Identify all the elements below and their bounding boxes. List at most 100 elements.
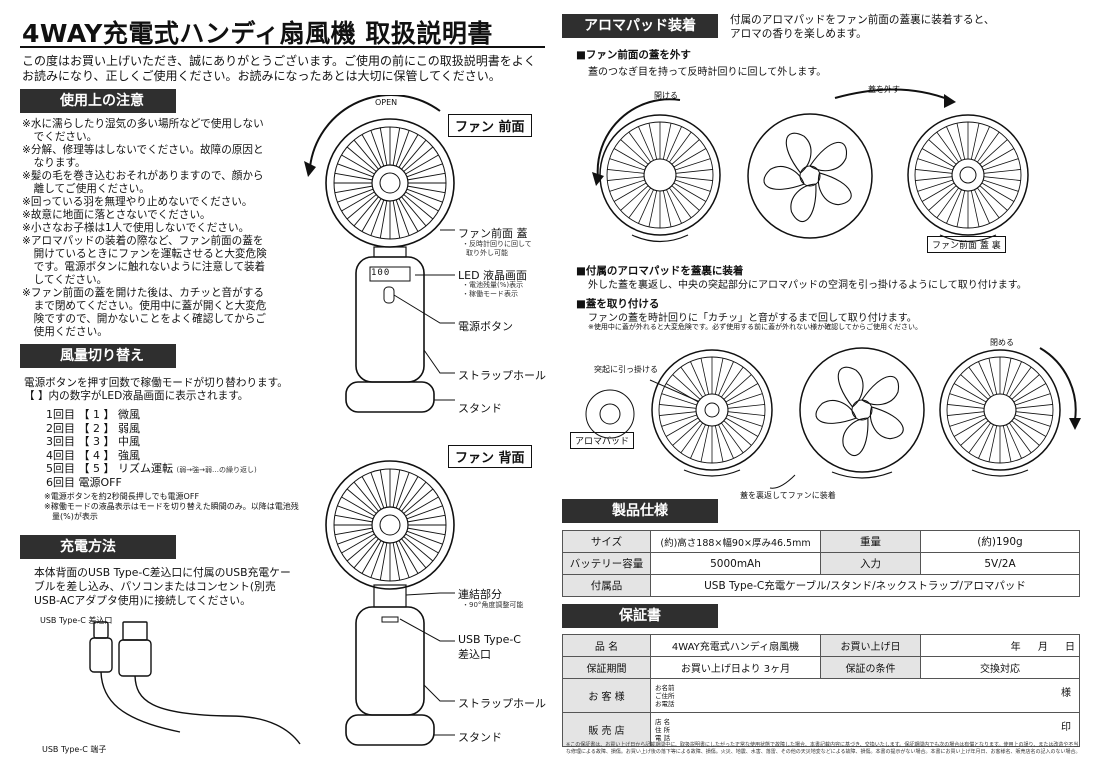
label-usb-plug: USB Type-C 端子	[42, 745, 107, 754]
table-row: サイズ (約)高さ188×幅90×厚み46.5mm 重量 (約)190g	[562, 530, 1080, 553]
caution-heading: 使用上の注意	[20, 89, 176, 113]
wind-notes: ※電源ボタンを約2秒間長押しでも電源OFF ※稼働モードの液晶表示はモードを切り…	[44, 492, 304, 522]
joint-note: ・90°角度調整可能	[462, 601, 524, 609]
list-item: 2回目 【 2 】 弱風	[46, 421, 140, 435]
label-front-cover: ファン前面 蓋	[458, 227, 528, 240]
label-usb-port: USB Type-C 差込口	[40, 616, 113, 625]
war-cell: 品 名	[562, 634, 651, 657]
front-cover-note-1: ・反時計回りに回して	[462, 240, 532, 248]
list-item: ※回っている羽を無理やり止めないでください。	[22, 196, 253, 208]
open-label: OPEN	[375, 98, 398, 107]
wind-desc: 電源ボタンを押す回数で稼働モードが切り替わります。 【 】内の数字がLED液晶画…	[24, 377, 304, 403]
list-item: ※故意に地面に落とさないでください。	[22, 209, 211, 221]
table-row: バッテリー容量 5000mAh 入力 5V/2A	[562, 552, 1080, 575]
led-display: 100	[371, 268, 391, 278]
label-usb-port-diagram: USB Type-C	[458, 633, 521, 646]
war-cell: 4WAY充電式ハンディ扇風機	[650, 634, 821, 657]
table-row: 販 売 店 店 名 住 所 電 話 印	[562, 712, 1080, 747]
list-item: ※小さなお子様は1人で使用しないでください。	[22, 222, 250, 234]
wind-desc-2: 【 】内の数字がLED液晶画面に表示されます。	[24, 390, 249, 402]
label-power: 電源ボタン	[458, 320, 513, 333]
step3-title: ■蓋を取り付ける	[576, 298, 660, 310]
customer-suffix: 様	[1061, 688, 1071, 699]
spec-heading: 製品仕様	[562, 499, 718, 523]
remove-label: 蓋を外す	[868, 85, 900, 94]
wind-heading: 風量切り替え	[20, 344, 176, 368]
spec-cell: 5000mAh	[650, 552, 821, 575]
step3-desc: ファンの蓋を時計回りに「カチッ」と音がするまで回して取り付けます。	[588, 313, 917, 324]
list-item: 5回目 【 5 】 リズム運転 (弱→強→弱…の繰り返し)	[46, 462, 257, 476]
spec-cell: 入力	[820, 552, 921, 575]
war-cell: 交換対応	[920, 656, 1080, 679]
table-row: お 客 様 お名前 ご住所 お電話 様	[562, 678, 1080, 713]
spec-cell: 5V/2A	[920, 552, 1080, 575]
list-item: 3回目 【 3 】 中風	[46, 435, 140, 448]
shop-suffix: 印	[1061, 722, 1071, 733]
war-cell: 保証期間	[562, 656, 651, 679]
spec-cell: 重量	[820, 530, 921, 553]
shop-field: 店 名	[655, 717, 671, 726]
usb-cable-illustration	[89, 621, 301, 745]
wind-desc-1: 電源ボタンを押す回数で稼働モードが切り替わります。	[24, 377, 288, 389]
table-row: 保証期間 お買い上げ日より 3ヶ月 保証の条件 交換対応	[562, 656, 1080, 679]
wind-note-1: ※電源ボタンを約2秒間長押しでも電源OFF	[44, 492, 200, 501]
spec-table: サイズ (約)高さ188×幅90×厚み46.5mm 重量 (約)190g バッテ…	[562, 530, 1080, 597]
front-cover-note-2: 取り外し可能	[466, 249, 508, 257]
aroma-heading: アロマパッド装着	[562, 14, 718, 38]
list-item: 4回目 【 4 】 強風	[46, 448, 140, 462]
step1-desc: 蓋のつなぎ目を持って反時計回りに回して外します。	[588, 67, 827, 78]
warranty-heading: 保証書	[562, 604, 718, 628]
charge-text: 本体背面のUSB Type-C差込口に付属のUSB充電ケーブルを差し込み、パソコ…	[34, 566, 291, 607]
led-note-1: ・電池残量(%)表示	[462, 281, 524, 289]
list-item: ※分解、修理等はしないでください。故障の原因となります。	[22, 144, 264, 169]
back-title: ファン 背面	[448, 445, 532, 468]
war-cell: 年 月 日	[920, 634, 1080, 657]
aroma-illustrations	[585, 88, 1081, 489]
label-joint: 連結部分	[458, 588, 502, 601]
label-usb-port-diagram-2: 差込口	[458, 648, 491, 661]
war-cell: お買い上げ日	[820, 634, 921, 657]
spec-cell: サイズ	[562, 530, 651, 553]
aroma-intro-2: アロマの香りを楽しめます。	[730, 28, 867, 40]
front-title: ファン 前面	[448, 114, 532, 137]
step3-note: ※使用中に蓋が外れると大変危険です。必ず使用する前に蓋が外れない様か確認してから…	[588, 323, 922, 331]
shop-field: 電 話	[655, 733, 671, 742]
war-cell: 保証の条件	[820, 656, 921, 679]
step1-title: ■ファン前面の蓋を外す	[576, 49, 691, 61]
war-cell: お 客 様	[562, 678, 651, 713]
label-stand-2: スタンド	[458, 731, 502, 744]
shop-field: 住 所	[655, 725, 671, 734]
wind-note-2: ※稼働モードの液晶表示はモードを切り替えた瞬間のみ。以降は電池残量(%)が表示	[44, 502, 299, 521]
spec-cell: 付属品	[562, 574, 651, 597]
step2-desc: 外した蓋を裏返し、中央の突起部分にアロマパッドの空洞を引っ掛けるようにして取り付…	[588, 280, 1027, 291]
label-strap-2: ストラップホール	[458, 697, 546, 710]
charge-heading: 充電方法	[20, 535, 176, 559]
hook-label: 突起に引っ掛ける	[594, 365, 658, 374]
list-item: ※アロマパッドの装着の際など、ファン前面の蓋を開けているときにファンを運転させる…	[22, 235, 267, 286]
label-stand: スタンド	[458, 402, 502, 415]
list-item: ※水に濡らしたり湿気の多い場所などで使用しないでください。	[22, 118, 264, 143]
warranty-footnote: ※この保証書は、お買い上げ日から記載期間中に、取扱説明書にしたがった正常な使用状…	[566, 742, 1081, 755]
list-item: ※ファン前面の蓋を開けた後は、カチッと音がするまで閉めてください。使用中に蓋が開…	[22, 287, 267, 338]
step2-title: ■付属のアロマパッドを蓋裏に装着	[576, 265, 744, 277]
led-note-2: ・稼働モード表示	[462, 290, 518, 298]
spec-cell: (約)高さ188×幅90×厚み46.5mm	[650, 530, 821, 553]
list-item: ※髪の毛を巻き込むおそれがありますので、顔から離してご使用ください。	[22, 170, 264, 195]
wind-modes: 1回目 【 1 】 微風 2回目 【 2 】 弱風 3回目 【 3 】 中風 4…	[46, 408, 257, 489]
list-item: 1回目 【 1 】 微風	[46, 408, 140, 421]
label-strap: ストラップホール	[458, 369, 546, 382]
spec-cell: バッテリー容量	[562, 552, 651, 575]
war-cell: お名前 ご住所 お電話 様	[650, 678, 1080, 713]
list-item: 6回目 電源OFF	[46, 475, 122, 489]
war-cell: 店 名 住 所 電 話 印	[650, 712, 1080, 747]
warranty-table: 品 名 4WAY充電式ハンディ扇風機 お買い上げ日 年 月 日 保証期間 お買い…	[562, 634, 1080, 747]
aroma-intro-1: 付属のアロマパッドをファン前面の蓋裏に装着すると、	[730, 14, 995, 26]
customer-field: お電話	[655, 699, 675, 708]
rhythm-note: (弱→強→弱…の繰り返し)	[176, 466, 257, 474]
customer-field: お名前	[655, 683, 675, 692]
cover-back-label: ファン前面 蓋 裏	[927, 236, 1006, 253]
label-led: LED 液晶画面	[458, 269, 528, 282]
spec-cell: USB Type-C充電ケーブル/スタンド/ネックストラップ/アロマパッド	[650, 574, 1080, 597]
customer-field: ご住所	[655, 691, 675, 700]
war-cell: お買い上げ日より 3ヶ月	[650, 656, 821, 679]
